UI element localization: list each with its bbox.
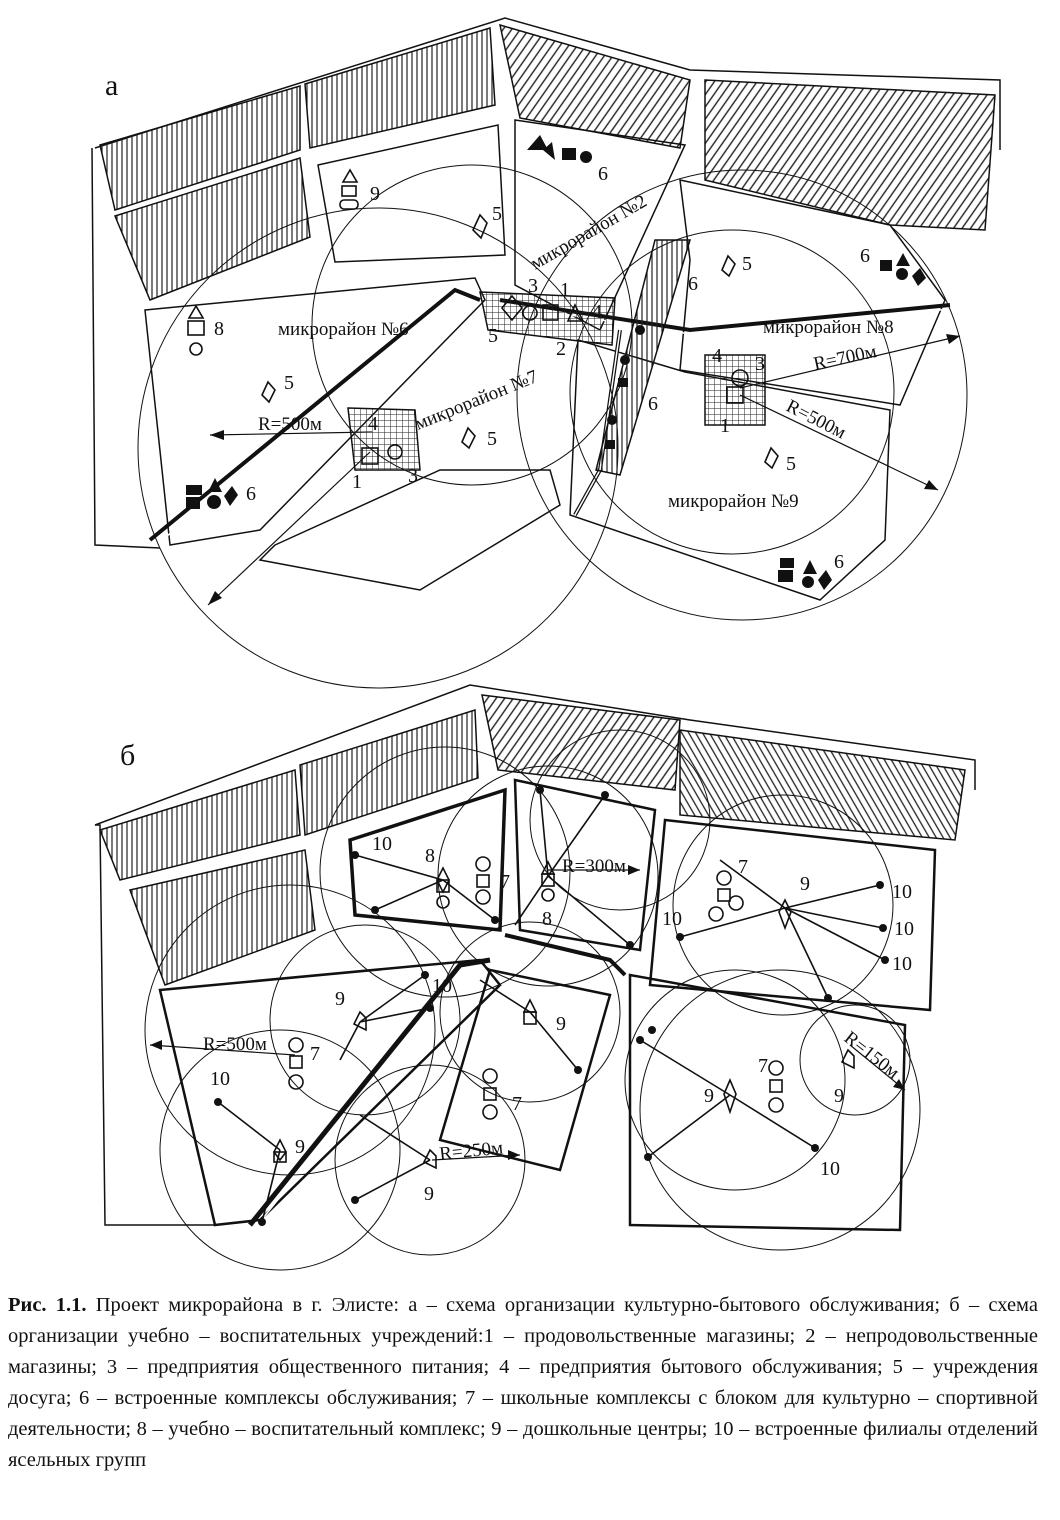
label-3: 3	[408, 465, 418, 487]
label-6: 6	[860, 245, 870, 267]
panel-b-letter: б	[120, 739, 135, 772]
district-8-label: микрорайон №8	[763, 317, 894, 338]
label-3: 3	[528, 275, 538, 297]
label-5: 5	[742, 253, 752, 275]
label-5: 5	[487, 428, 497, 450]
label-10: 10	[210, 1068, 230, 1090]
label-6: 6	[834, 551, 844, 573]
label-10: 10	[432, 975, 452, 997]
caption-title: Рис. 1.1.	[8, 1294, 87, 1316]
label-10: 10	[892, 953, 912, 975]
district-7-label: микрорайон №7	[412, 366, 541, 434]
label-4: 4	[592, 301, 602, 323]
label-6: 6	[688, 273, 698, 295]
label-9: 9	[424, 1183, 434, 1205]
label-4: 4	[368, 413, 378, 435]
district-6-label: микрорайон №6	[278, 319, 409, 340]
label-9: 9	[556, 1013, 566, 1035]
label-6: 6	[246, 483, 256, 505]
label-7: 7	[738, 856, 748, 878]
label-5: 5	[284, 372, 294, 394]
label-9: 9	[335, 988, 345, 1010]
label-6: 6	[598, 163, 608, 185]
label-1: 1	[560, 279, 570, 301]
radius-a-2: R=700м	[812, 341, 879, 375]
district-9-label: микрорайон №9	[668, 491, 799, 512]
radius-b-4: R=150м	[840, 1027, 903, 1083]
label-10: 10	[892, 881, 912, 903]
label-5: 5	[488, 325, 498, 347]
label-8: 8	[542, 908, 552, 930]
label-2: 2	[556, 338, 566, 360]
caption-text: Проект микрорайона в г. Элисте: а – схем…	[8, 1294, 1038, 1471]
label-9: 9	[370, 183, 380, 205]
panel-b: б R=300м R=500м R=250м R=150м 10 8 7 8 7…	[94, 684, 976, 1271]
panel-a: а микрорайон №2 микрорайон №6 микрорайон…	[91, 17, 1001, 689]
label-5: 5	[786, 453, 796, 475]
label-9: 9	[800, 873, 810, 895]
label-7: 7	[500, 871, 510, 893]
figure-drawing: а микрорайон №2 микрорайон №6 микрорайон…	[91, 17, 1001, 1271]
label-1: 1	[720, 415, 730, 437]
label-10: 10	[820, 1158, 840, 1180]
panel-a-letter: а	[105, 69, 118, 102]
label-8: 8	[214, 318, 224, 340]
label-7: 7	[758, 1055, 768, 1077]
label-9: 9	[834, 1085, 844, 1107]
radius-b-2: R=500м	[203, 1034, 267, 1055]
label-10: 10	[662, 908, 682, 930]
label-3: 3	[755, 353, 765, 375]
label-7: 7	[310, 1043, 320, 1065]
label-8: 8	[425, 845, 435, 867]
figure-caption: Рис. 1.1. Проект микрорайона в г. Элисте…	[8, 1290, 1038, 1476]
label-9: 9	[295, 1136, 305, 1158]
radius-b-1: R=300м	[562, 856, 626, 877]
label-1: 1	[352, 471, 362, 493]
label-4: 4	[712, 345, 722, 367]
label-10: 10	[894, 918, 914, 940]
label-6: 6	[648, 393, 658, 415]
radius-a-1: R=500м	[258, 414, 322, 435]
radius-a-3: R=500м	[783, 396, 849, 444]
label-7: 7	[512, 1093, 522, 1115]
label-5: 5	[492, 203, 502, 225]
label-10: 10	[372, 833, 392, 855]
label-9: 9	[704, 1085, 714, 1107]
